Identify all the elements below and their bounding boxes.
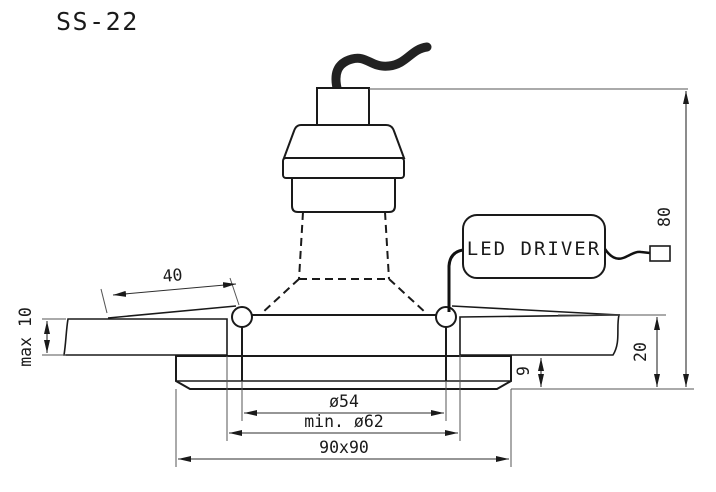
lamp-dashed-outline	[261, 211, 427, 314]
trim-outline	[175, 355, 512, 390]
socket-cone	[282, 124, 406, 159]
dim-label-40: 40	[162, 265, 183, 286]
socket-body	[291, 177, 396, 213]
can-outline	[241, 314, 447, 356]
dimension-trim-size: 90x90	[178, 438, 509, 462]
driver-wire-right	[603, 248, 651, 260]
dim-label-o54: ø54	[329, 392, 359, 411]
ceiling-right	[459, 314, 621, 356]
ceiling-right-fill	[460, 315, 619, 355]
dim-label-80: 80	[655, 207, 674, 227]
dimension-aperture: ø54	[244, 392, 444, 416]
plug-connector	[649, 245, 671, 262]
dimension-overall-height: 80	[655, 91, 689, 387]
dimension-recess-depth: 20	[631, 317, 660, 387]
ceiling-left-fill	[64, 319, 227, 355]
dim-label-90x90: 90x90	[319, 438, 369, 457]
dimension-ceiling-thickness: max 10	[16, 307, 50, 367]
dimension-trim-protrusion: 9	[514, 358, 544, 387]
can-fill	[242, 315, 446, 356]
dimension-cutout: min. ø62	[229, 412, 458, 436]
model-code: SS-22	[56, 7, 139, 36]
trim-bezel	[175, 355, 512, 390]
led-driver-assembly: LED DRIVER	[447, 214, 671, 312]
clip-pivot-left	[231, 306, 253, 328]
clip-pivot-right	[435, 306, 457, 328]
dimension-clip-length: 40	[112, 265, 237, 297]
extension-lines	[42, 88, 694, 467]
fixture-can	[231, 306, 457, 356]
socket-flange	[282, 157, 405, 179]
spring-clip-left	[107, 305, 237, 319]
driver-wire-left	[447, 248, 464, 312]
dim-label-max10: max 10	[16, 307, 35, 367]
supply-wire	[331, 42, 432, 97]
socket-top-block	[316, 87, 370, 126]
ceiling-section	[63, 314, 621, 356]
dim-label-9: 9	[514, 366, 533, 376]
led-driver-box	[462, 214, 606, 279]
lamp-holder	[282, 87, 406, 213]
led-driver-label: LED DRIVER	[467, 238, 601, 260]
dim-label-20: 20	[631, 342, 650, 362]
spring-clip-right	[451, 305, 621, 316]
dim-label-min-o62: min. ø62	[304, 412, 383, 431]
